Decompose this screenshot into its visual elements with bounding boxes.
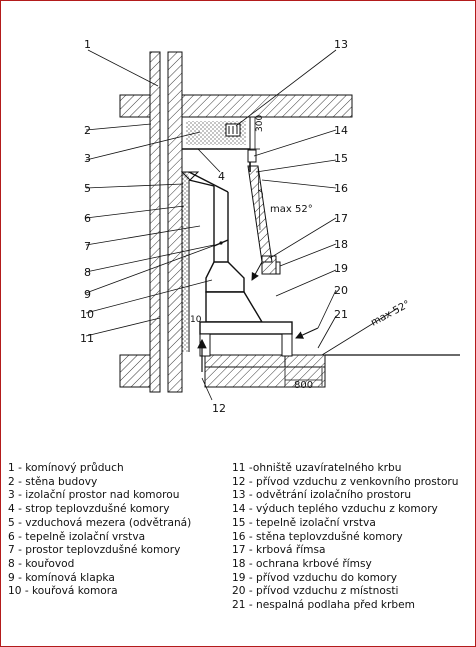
callout-2: 2 xyxy=(84,124,91,137)
callout-18: 18 xyxy=(334,238,348,251)
firebox xyxy=(205,291,264,323)
legend-item: 8 - kouřovod xyxy=(8,557,75,570)
smoke-chamber xyxy=(205,261,245,293)
angle-label-lower: max 52° xyxy=(369,299,412,329)
legend-item: 7 - prostor teplovzdušné komory xyxy=(8,544,181,557)
legend-item: 12 - přívod vzduchu z venkovního prostor… xyxy=(232,475,459,488)
legend-item: 13 - odvětrání izolačního prostoru xyxy=(232,489,412,502)
callout-15: 15 xyxy=(334,152,348,165)
legend-item: 4 - strop teplovzdušné komory xyxy=(8,503,170,516)
legend-item: 2 - stěna budovy xyxy=(8,475,98,488)
floor-slab-under xyxy=(204,366,326,388)
legend-item: 5 - vzduchová mezera (odvětraná) xyxy=(8,516,192,529)
fireplace-base xyxy=(199,321,293,335)
mantel xyxy=(261,255,277,275)
callout-5: 5 xyxy=(84,182,91,195)
legend-item: 21 - nespalná podlaha před krbem xyxy=(232,599,415,612)
callout-13: 13 xyxy=(334,38,348,51)
chimney-wall-left xyxy=(149,51,161,393)
chimney-wall-right xyxy=(167,51,183,393)
legend-left: 1 - komínový průduch 2 - stěna budovy 3 … xyxy=(8,462,228,599)
callout-1: 1 xyxy=(84,38,91,51)
mantel-guard xyxy=(275,261,281,275)
fireplace-diagram: 300 max 52° 10 max 52° 800 xyxy=(80,38,460,415)
callout-8: 8 xyxy=(84,266,91,279)
floor-slab-right xyxy=(204,354,286,368)
callout-16: 16 xyxy=(334,182,348,195)
legend-item: 20 - přívod vzduchu z místnosti xyxy=(232,585,399,598)
callout-7: 7 xyxy=(84,240,91,253)
legend-item: 16 - stěna teplovzdušné komory xyxy=(232,530,403,543)
legend-item: 18 - ochrana krbové římsy xyxy=(232,557,372,570)
callout-19: 19 xyxy=(334,262,348,275)
dim-800: 800 xyxy=(294,380,313,391)
legend-item: 15 - tepelně izolační vrstva xyxy=(232,516,376,529)
angle-label-upper: max 52° xyxy=(270,204,313,215)
legend-item: 6 - tepelně izolační vrstva xyxy=(8,530,146,543)
warm-air-outlet xyxy=(247,149,257,163)
dim-300: 300 xyxy=(255,115,265,132)
callout-4: 4 xyxy=(218,170,225,183)
callout-3: 3 xyxy=(84,152,91,165)
dim-10: 10 xyxy=(190,315,202,325)
callout-21: 21 xyxy=(334,308,348,321)
legend-item: 19 - přívod vzduchu do komory xyxy=(232,571,398,584)
callout-14: 14 xyxy=(334,124,348,137)
legend-item: 1 - komínový průduch xyxy=(8,462,124,474)
legend-item: 10 - kouřová komora xyxy=(8,585,118,598)
callout-20: 20 xyxy=(334,284,348,297)
callout-10: 10 xyxy=(80,308,94,321)
legend-item: 17 - krbová římsa xyxy=(232,544,326,557)
ceiling-slab-left xyxy=(119,94,151,118)
legend-item: 9 - komínová klapka xyxy=(8,571,115,584)
legend-item: 3 - izolační prostor nad komorou xyxy=(8,489,180,502)
legend-item: 14 - výduch teplého vzduchu z komory xyxy=(232,503,438,516)
callout-12: 12 xyxy=(212,402,226,415)
callout-6: 6 xyxy=(84,212,91,225)
legend-item: 11 -ohniště uzavíratelného krbu xyxy=(232,462,402,474)
floor-hearth xyxy=(284,354,326,368)
floor-slab-left xyxy=(119,354,151,388)
legend-right: 11 -ohniště uzavíratelného krbu 12 - pří… xyxy=(232,462,472,613)
callout-17: 17 xyxy=(334,212,348,225)
callout-9: 9 xyxy=(84,288,91,301)
ceiling-slab-right xyxy=(181,94,353,118)
callout-11: 11 xyxy=(80,332,94,345)
